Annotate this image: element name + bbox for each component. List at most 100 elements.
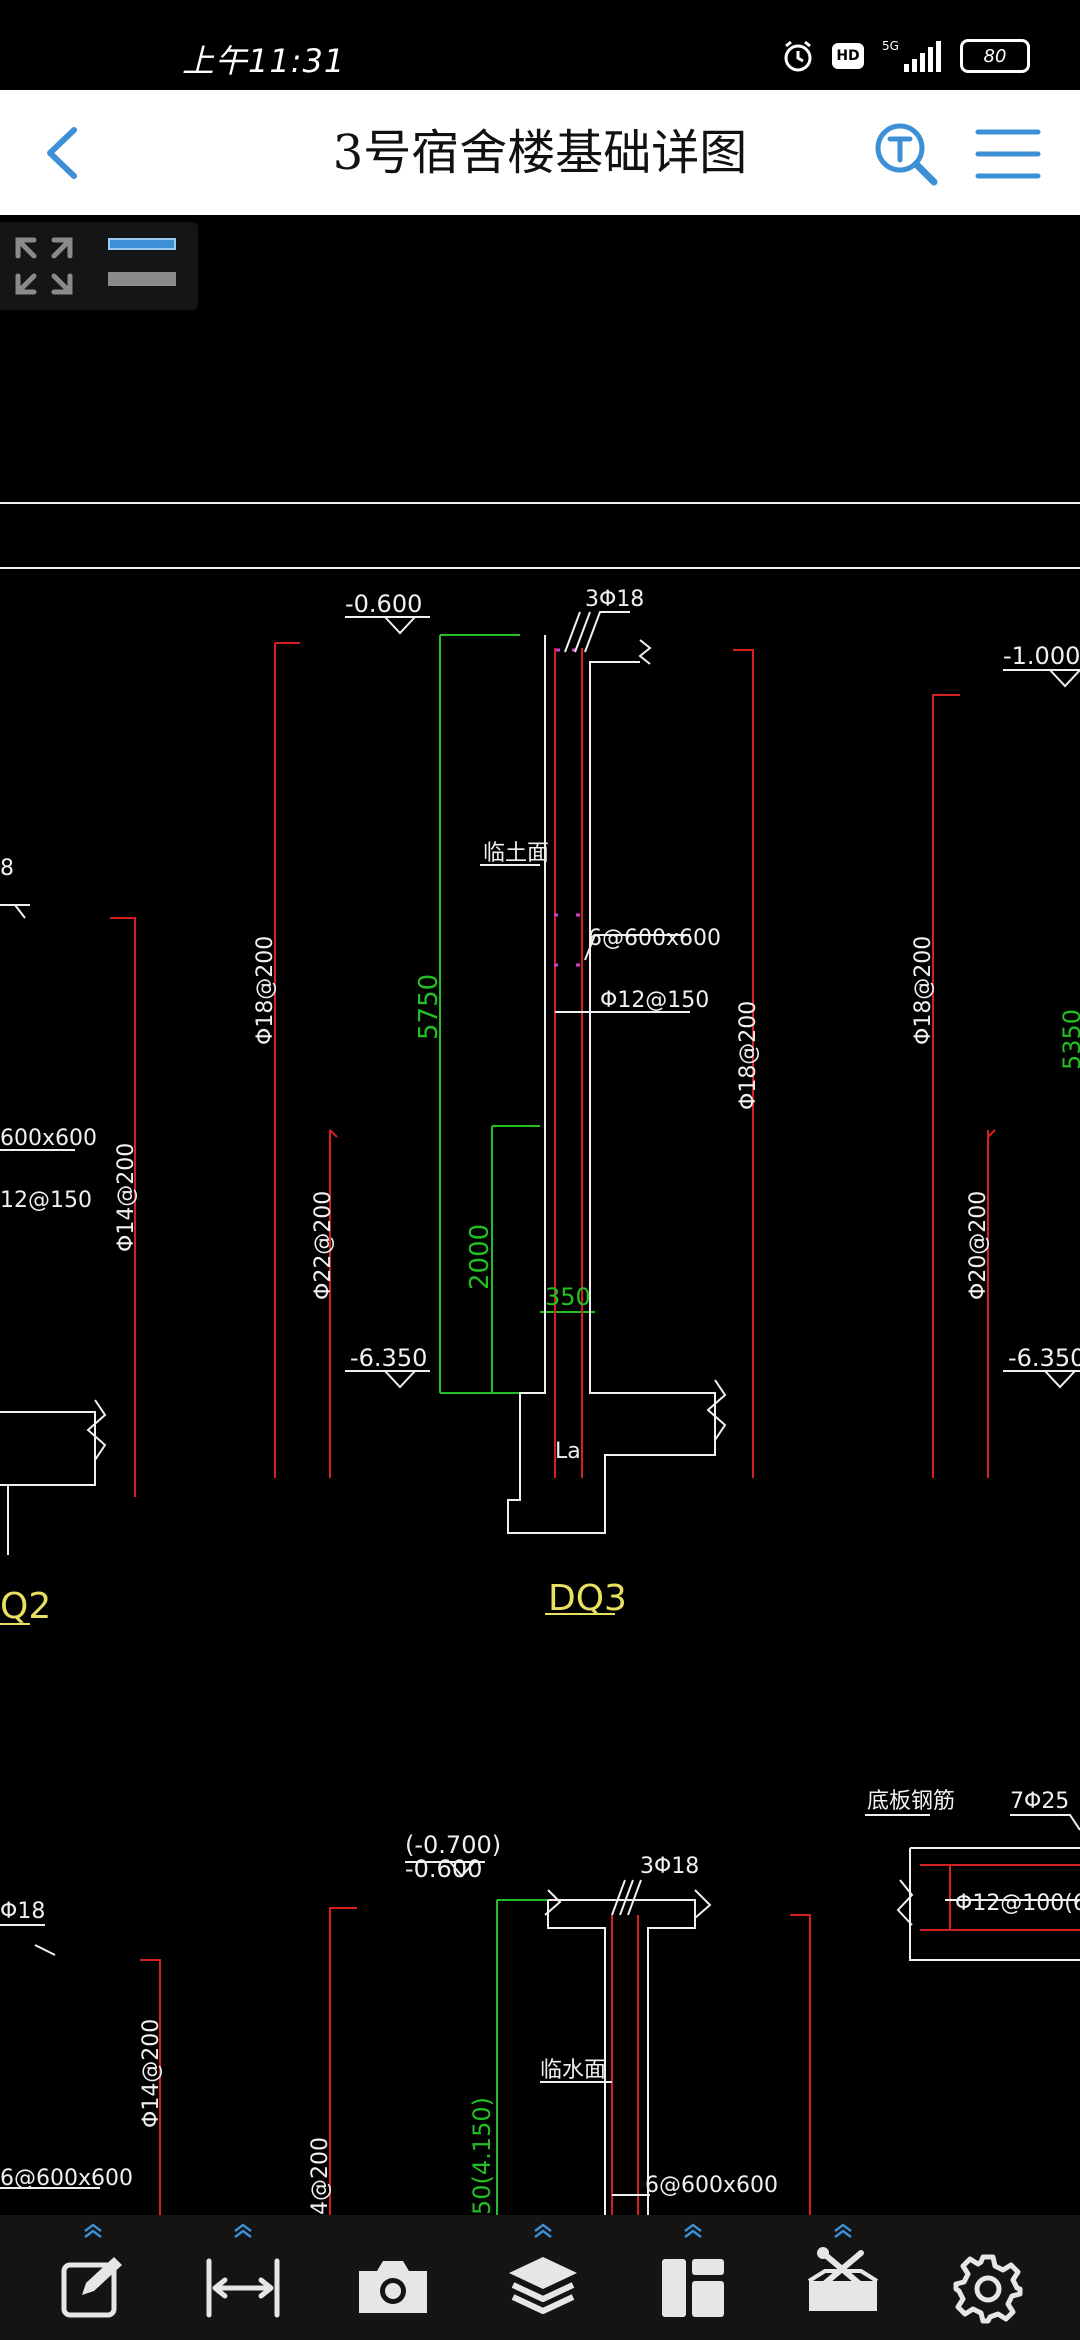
rebar-line <box>733 649 754 1478</box>
rebar-line <box>790 1914 811 2215</box>
expand-chevron-icon <box>84 2223 102 2238</box>
break-line <box>896 1879 914 1926</box>
rebar-line <box>110 917 136 1497</box>
wall-outline <box>507 635 716 1534</box>
wall-outline <box>547 1899 696 2215</box>
leader-line <box>0 904 30 919</box>
status-bar: 上午11:31 HD 5G 80 <box>0 0 1080 90</box>
bottom-toolbar <box>0 2215 1080 2340</box>
rebar-label: Φ14@200 <box>114 1143 139 1252</box>
elev-marker <box>345 616 430 635</box>
rebar-label: Φ12@150 <box>600 988 709 1013</box>
menu-icon[interactable] <box>972 118 1044 190</box>
layout-toggle-button[interactable] <box>108 234 176 298</box>
rebar-label: 8 <box>0 856 14 881</box>
expand-chevron-icon <box>234 2223 252 2238</box>
rebar-label: 6@600x600 <box>588 926 721 951</box>
elev-label: -6.350 <box>1008 1344 1080 1372</box>
fit-screen-icon[interactable] <box>4 226 84 306</box>
break-line <box>544 1889 712 1919</box>
gear-icon <box>953 2254 1023 2324</box>
rebar-line <box>329 1129 338 1478</box>
measure-tool-button[interactable] <box>193 2215 293 2340</box>
rebar-line <box>140 1959 161 2215</box>
section-label: Q2 <box>0 1586 51 1627</box>
back-button[interactable] <box>30 118 100 188</box>
leader-line <box>0 1924 56 1956</box>
dim-label: 5350 <box>1058 1009 1080 1070</box>
rebar-label: Φ12@100(6) <box>955 1891 1080 1916</box>
layout-toggle-bar <box>108 272 176 286</box>
layers-icon <box>509 2257 577 2314</box>
leader-line <box>1010 1814 1080 1831</box>
leader-line <box>564 611 630 653</box>
break-line <box>706 1379 727 1441</box>
dim-label: 350 <box>545 1283 591 1311</box>
leader-line <box>611 1879 642 1916</box>
expand-chevron-icon <box>834 2223 852 2238</box>
drawing-canvas[interactable]: -0.600 -6.350 -1.000 -6.350 3Φ18 临土面 6@6… <box>0 215 1080 2215</box>
elev-label: -1.000 <box>1003 642 1080 670</box>
dim-label: 2000 <box>465 1224 495 1290</box>
battery-icon: 80 <box>960 39 1030 73</box>
elev-label: -6.350 <box>350 1344 427 1372</box>
section-label: DQ3 <box>548 1578 627 1619</box>
rebar-label: Φ14@200 <box>139 2019 164 2128</box>
signal-label: 5G <box>882 39 899 53</box>
rebar-label: 6@600x600 <box>645 2173 778 2198</box>
status-icons: HD 5G 80 <box>780 38 1030 74</box>
rebar-label: 600x600 <box>0 1126 97 1151</box>
annotation-label: 底板钢筋 <box>867 1789 955 1814</box>
signal-icon: 5G <box>882 39 941 72</box>
layout-tool-button[interactable] <box>643 2215 743 2340</box>
rebar-label: Φ18@200 <box>253 936 278 1045</box>
elev-marker <box>405 1861 485 1878</box>
camera-tool-button[interactable] <box>343 2215 443 2340</box>
rebar-line <box>611 1915 639 2215</box>
rebar-label: Φ18 <box>0 1899 45 1924</box>
elev-label: (-0.700) <box>405 1831 501 1859</box>
dim-label: 5750 <box>414 974 444 1040</box>
camera-icon <box>359 2261 427 2313</box>
wall-outline <box>0 1411 96 1486</box>
elev-marker <box>1003 1370 1080 1389</box>
rebar-label: 6@600x600 <box>0 2166 133 2191</box>
cad-drawing[interactable]: -0.600 -6.350 -1.000 -6.350 3Φ18 临土面 6@6… <box>0 215 1080 2215</box>
rebar-label: Φ20@200 <box>966 1191 991 1300</box>
rebar-label: 3Φ18 <box>585 587 644 612</box>
elev-marker <box>1003 669 1080 688</box>
rebar-line <box>920 1864 1080 1931</box>
layers-tool-button[interactable] <box>493 2215 593 2340</box>
rebar-label: 3Φ18 <box>640 1854 699 1879</box>
elev-marker <box>345 1370 430 1389</box>
text-search-icon[interactable] <box>870 118 942 190</box>
alarm-icon <box>784 40 812 72</box>
rebar-label: Φ18@200 <box>911 936 936 1045</box>
leader-line <box>584 934 690 961</box>
layout-icon <box>662 2259 724 2317</box>
view-controls <box>0 222 198 310</box>
elev-label: -0.600 <box>345 590 422 618</box>
rebar-label: Φ18@200 <box>736 1001 761 1110</box>
settings-button[interactable] <box>938 2215 1038 2340</box>
break-line <box>638 639 652 665</box>
annotation-label: 临水面 <box>540 2058 606 2083</box>
hd-icon: HD <box>832 43 864 69</box>
status-time: 上午11:31 <box>182 42 346 80</box>
edit-icon <box>61 2257 122 2318</box>
rebar-label: 4@200 <box>308 2137 333 2215</box>
expand-chevron-icon <box>534 2223 552 2238</box>
app-header: 3号宿舍楼基础详图 <box>0 90 1080 215</box>
page-title: 3号宿舍楼基础详图 <box>332 125 748 181</box>
dim-label: 50(4.150) <box>468 2097 496 2215</box>
elev-label: -0.600 <box>405 1855 482 1883</box>
break-line <box>86 1399 107 1461</box>
rebar-line <box>274 642 300 1478</box>
toolbox-button[interactable] <box>793 2215 893 2340</box>
slab-outline <box>909 1847 1080 1961</box>
anchor-label: La <box>555 1439 581 1464</box>
expand-chevron-icon <box>684 2223 702 2238</box>
rebar-line <box>932 694 960 1478</box>
edit-tool-button[interactable] <box>43 2215 143 2340</box>
toolbox-icon <box>807 2247 879 2311</box>
